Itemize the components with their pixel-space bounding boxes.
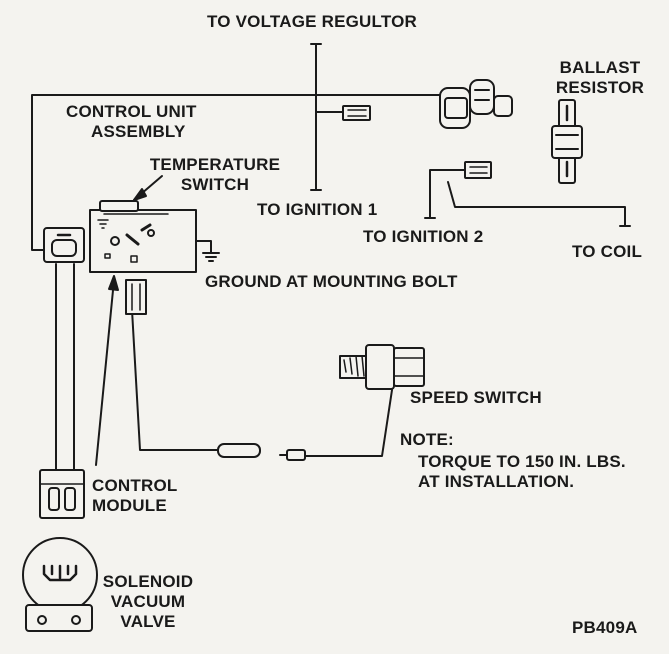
ground-label: GROUND AT MOUNTING BOLT [205, 272, 458, 291]
control-unit-assembly-label: CONTROL UNIT ASSEMBLY [66, 102, 197, 142]
harness-connector-top [439, 79, 513, 129]
control-module-label-line1: CONTROL [92, 476, 178, 495]
ballast-resistor-label-line1: BALLAST [559, 58, 641, 77]
speed-switch-wire-right [304, 389, 393, 457]
control-module-arrow [95, 275, 119, 466]
note-text-line2: AT INSTALLATION. [418, 472, 575, 491]
ignition1-label: TO IGNITION 1 [257, 200, 378, 219]
solenoid-vacuum-valve [22, 537, 98, 632]
control-module [39, 469, 85, 519]
ballast-resistor-label-line2: RESISTOR [555, 78, 645, 97]
wire-end-ticks [310, 43, 631, 227]
ballast-resistor [551, 99, 583, 184]
ignition2-connector [464, 161, 492, 179]
solenoid-label-line2: VACUUM [110, 592, 186, 611]
ignition1-connector [342, 105, 371, 121]
speed-switch-wire-left [131, 309, 219, 451]
ignition2-wire [429, 169, 466, 219]
top-harness-wire [31, 94, 441, 251]
control-module-label: CONTROL MODULE [92, 476, 177, 516]
ballast-resistor-label: BALLAST RESISTOR [552, 58, 648, 98]
control-unit-assembly [89, 200, 197, 273]
figure-code: PB409A [572, 618, 638, 637]
temperature-switch-label-line2: SWITCH [180, 175, 250, 194]
ground-symbol [202, 252, 220, 262]
speed-switch-label: SPEED SWITCH [410, 388, 542, 407]
voltage-regulator-label: TO VOLTAGE REGULTOR [207, 12, 418, 31]
note-heading: NOTE: [400, 430, 454, 449]
control-unit-label-line2: ASSEMBLY [91, 122, 186, 141]
control-module-label-line2: MODULE [92, 496, 167, 515]
control-unit-label-line1: CONTROL UNIT [66, 102, 197, 121]
ground-wire [196, 240, 212, 254]
solenoid-label-line3: VALVE [120, 612, 176, 631]
temperature-switch-label: TEMPERATURE SWITCH [142, 155, 288, 195]
solenoid-vacuum-valve-label: SOLENOID VACUUM VALVE [94, 572, 202, 632]
coil-label: TO COIL [572, 242, 643, 261]
speed-switch [339, 344, 425, 390]
ignition2-label: TO IGNITION 2 [363, 227, 484, 246]
note-text-line1: TORQUE TO 150 IN. LBS. [418, 452, 626, 471]
note-text: TORQUE TO 150 IN. LBS. AT INSTALLATION. [418, 452, 626, 492]
harness-wires [31, 43, 626, 471]
control-unit-plug [125, 279, 147, 315]
coil-wire [447, 181, 626, 227]
temperature-switch-label-line1: TEMPERATURE [149, 155, 281, 174]
solenoid-label-line1: SOLENOID [102, 572, 194, 591]
temperature-switch-arrow [133, 175, 163, 201]
speed-switch-inline-connector [217, 443, 306, 461]
left-harness-connector [43, 227, 85, 263]
